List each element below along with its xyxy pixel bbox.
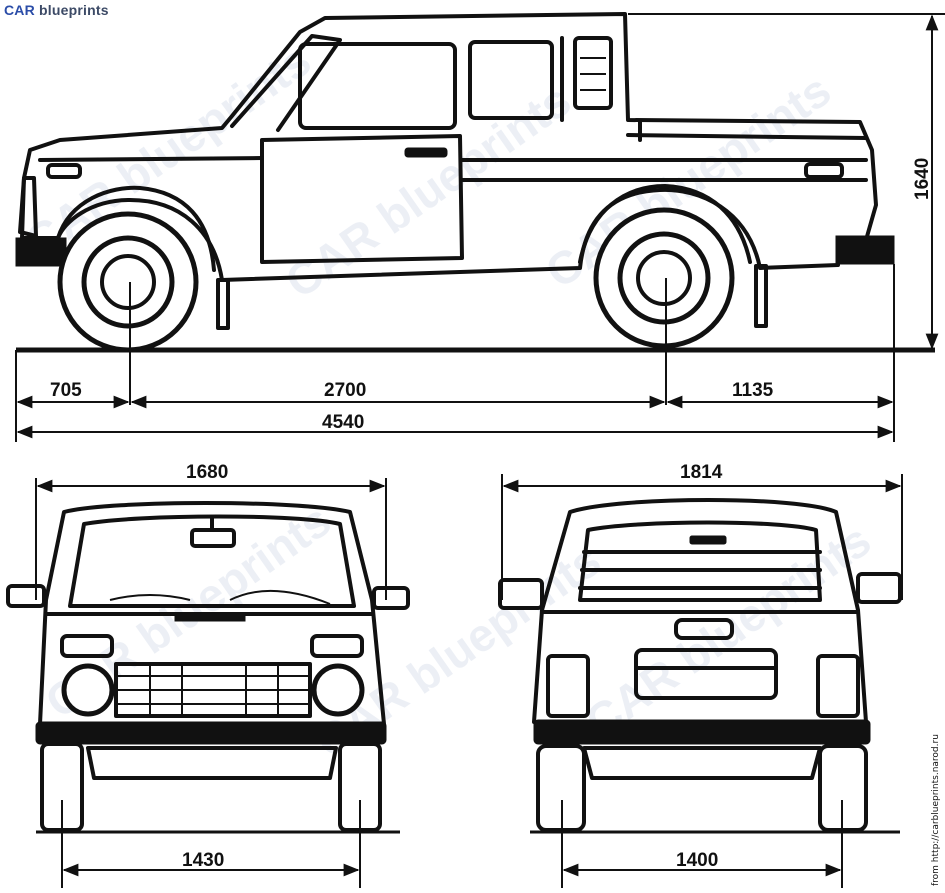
front-left-mirror: [6, 584, 46, 608]
dim-height: 1640: [912, 158, 933, 200]
side-door-handle: [404, 147, 448, 158]
source-credit: from http://carblueprints.narod.ru: [931, 734, 941, 886]
side-rear-mudflap: [754, 264, 768, 328]
brand-logo-blueprints: blueprints: [34, 2, 109, 18]
rear-view: [498, 498, 902, 834]
side-dimensions: 705 2700 1135 4540 1640: [15, 13, 945, 442]
side-front-bumper: [15, 237, 67, 267]
svg-text:CAR blueprints: CAR blueprints: [576, 514, 880, 749]
side-front-marker-light: [46, 163, 82, 179]
rear-tailgate-handle: [674, 618, 734, 640]
side-view: [15, 12, 935, 405]
side-windshield-frame: [230, 34, 342, 132]
side-rear-bumper: [835, 235, 895, 265]
front-bumper: [35, 721, 387, 745]
front-left-headlight: [61, 663, 115, 717]
dim-total-length: 4540: [322, 412, 364, 433]
side-rear-side-window: [573, 36, 613, 110]
dim-rear-track: 1400: [676, 850, 718, 871]
front-windshield: [68, 514, 356, 608]
front-view: [6, 501, 410, 834]
brand-logo-car: CAR: [4, 2, 35, 18]
side-rear-wheel: [593, 207, 735, 349]
rear-dimensions: 1814 1400: [501, 462, 903, 888]
brand-logo: CAR blueprints: [4, 2, 109, 18]
side-door-window: [298, 42, 457, 130]
front-right-indicator: [310, 634, 364, 658]
rear-left-taillight: [546, 654, 590, 718]
side-rear-window: [468, 40, 554, 120]
rear-right-taillight: [816, 654, 860, 718]
side-front-wheel: [57, 211, 199, 353]
dim-wheelbase: 2700: [324, 380, 366, 401]
rear-left-mirror: [498, 578, 544, 610]
dim-front-track: 1430: [182, 850, 224, 871]
rear-license-plate: [634, 648, 778, 700]
side-rear-marker-light: [804, 162, 844, 179]
front-right-headlight: [311, 663, 365, 717]
side-door: [260, 134, 464, 264]
dim-front-width: 1680: [186, 462, 228, 483]
rear-bumper: [533, 719, 871, 745]
side-front-mudflap: [216, 278, 230, 330]
rear-right-mirror: [856, 572, 902, 604]
front-left-indicator: [60, 634, 114, 658]
rear-cab-window: [578, 520, 822, 602]
dim-rear-width: 1814: [680, 462, 723, 483]
dim-rear-overhang: 1135: [732, 380, 774, 401]
front-right-mirror: [372, 586, 410, 610]
front-dimensions: 1680 1430: [35, 462, 387, 888]
front-mirror-inner: [190, 528, 236, 548]
dim-front-overhang: 705: [50, 380, 82, 401]
